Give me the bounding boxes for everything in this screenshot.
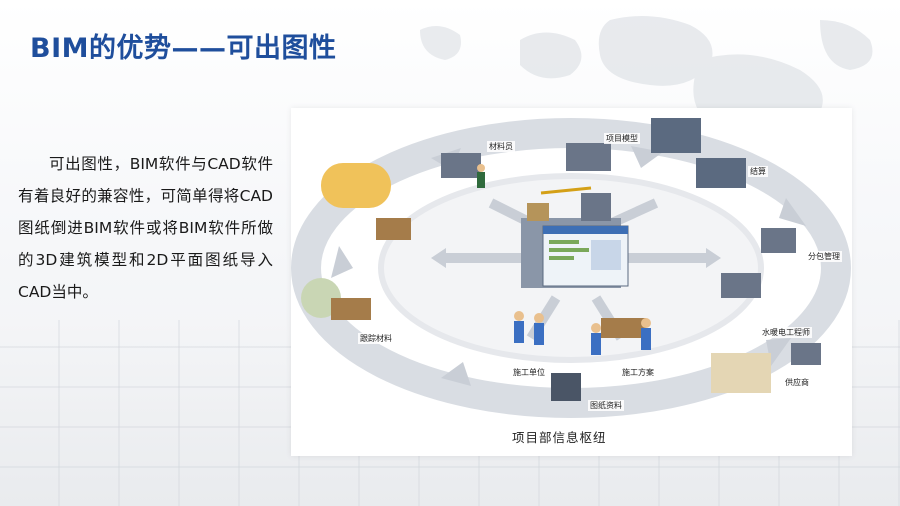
label-materials: 材料员 xyxy=(487,141,515,152)
label-tracking: 跟踪材料 xyxy=(358,333,394,344)
workstations xyxy=(301,118,821,401)
label-subcontract: 分包管理 xyxy=(806,251,842,262)
bim-info-hub-diagram xyxy=(291,108,852,456)
slide-title: BIM的优势——可出图性 xyxy=(30,33,337,64)
label-project-model: 项目模型 xyxy=(604,133,640,144)
label-construction-unit: 施工单位 xyxy=(511,367,547,378)
workers xyxy=(477,164,651,355)
label-mep: 水暖电工程师 xyxy=(760,327,812,338)
label-construction-plan: 施工方案 xyxy=(620,367,656,378)
diagram-caption: 项目部信息枢纽 xyxy=(512,430,607,445)
diagram-illustration xyxy=(291,118,851,418)
central-building xyxy=(521,186,629,288)
label-drawings: 图纸资料 xyxy=(588,400,624,411)
label-settlement: 结算 xyxy=(748,166,768,177)
label-supplier: 供应商 xyxy=(783,377,811,388)
outer-ring xyxy=(291,118,851,418)
body-paragraph: 可出图性，BIM软件与CAD软件有着良好的兼容性，可简单得将CAD图纸倒进BIM… xyxy=(18,155,273,301)
